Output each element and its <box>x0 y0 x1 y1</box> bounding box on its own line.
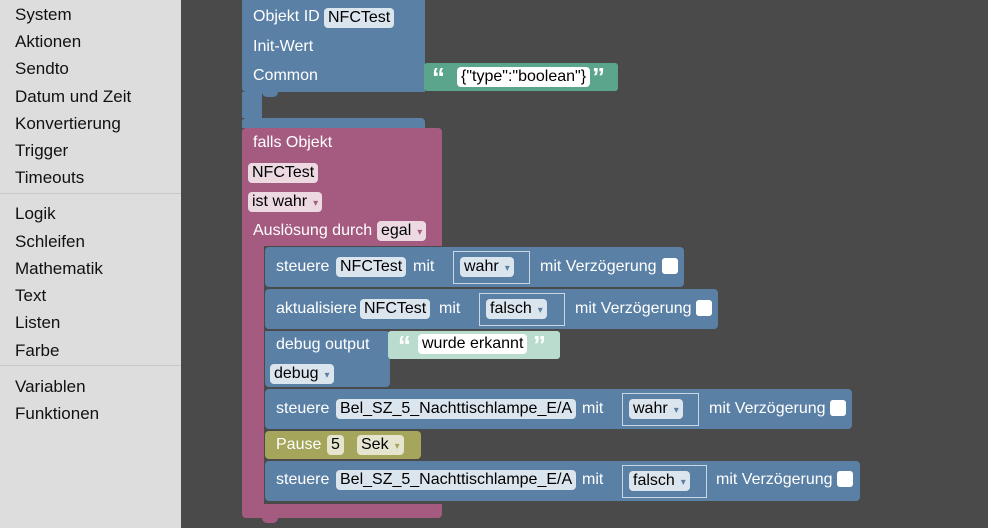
delay-checkbox[interactable] <box>662 258 678 274</box>
delay-label: mit Verzögerung <box>540 258 657 275</box>
chevron-down-icon: ▾ <box>394 441 400 452</box>
quote-open-icon: “ <box>398 330 411 360</box>
category-datum-und-zeit[interactable]: Datum und Zeit <box>15 87 132 106</box>
create-state-block-bottom <box>242 118 425 128</box>
control-object-field[interactable]: NFCTest <box>336 257 407 277</box>
category-separator <box>0 193 181 194</box>
pause-unit-dropdown[interactable]: Sek▾ <box>357 435 404 455</box>
category-separator <box>0 365 181 366</box>
delay-checkbox[interactable] <box>830 400 846 416</box>
chevron-down-icon: ▾ <box>504 263 510 274</box>
chevron-down-icon: ▾ <box>673 405 679 416</box>
category-timeouts[interactable]: Timeouts <box>15 168 85 187</box>
toolbox-sidebar: System Aktionen Sendto Datum und Zeit Ko… <box>0 0 181 528</box>
falls-objekt-label: falls Objekt <box>253 134 333 151</box>
blockly-workspace[interactable]: Objekt ID NFCTest Init-Wert Common “ {"t… <box>181 0 988 528</box>
value-dropdown[interactable]: wahr▾ <box>460 257 514 277</box>
category-logik[interactable]: Logik <box>15 204 56 223</box>
trigger-object-field[interactable]: NFCTest <box>248 163 319 183</box>
category-schleifen[interactable]: Schleifen <box>15 232 85 251</box>
common-text-field[interactable]: {"type":"boolean"} <box>457 67 591 87</box>
category-trigger[interactable]: Trigger <box>15 141 69 160</box>
chevron-down-icon: ▾ <box>680 477 686 488</box>
pause-value-field[interactable]: 5 <box>327 435 344 455</box>
update-object-field[interactable]: NFCTest <box>360 299 431 319</box>
steuere-label: steuere <box>276 258 330 275</box>
category-variablen[interactable]: Variablen <box>15 377 86 396</box>
steuere-label: steuere <box>276 471 330 488</box>
mit-label: mit <box>439 300 461 317</box>
category-listen[interactable]: Listen <box>15 313 61 332</box>
create-state-block-statement-slot <box>242 92 262 118</box>
delay-checkbox[interactable] <box>837 471 853 487</box>
quote-open-icon: “ <box>432 62 445 92</box>
debug-level-dropdown[interactable]: debug▾ <box>270 364 334 384</box>
quote-close-icon: ” <box>592 62 605 92</box>
delay-label: mit Verzögerung <box>716 471 833 488</box>
statement-notch <box>262 92 278 97</box>
quote-close-icon: ” <box>533 330 546 360</box>
value-slot <box>453 251 530 284</box>
chevron-down-icon: ▾ <box>417 227 423 238</box>
delay-label: mit Verzögerung <box>575 300 692 317</box>
mit-label: mit <box>582 400 604 417</box>
delay-label: mit Verzögerung <box>709 400 826 417</box>
chevron-down-icon: ▾ <box>537 305 543 316</box>
control-object-field[interactable]: Bel_SZ_5_Nachttischlampe_E/A <box>336 470 577 490</box>
category-aktionen[interactable]: Aktionen <box>15 32 82 51</box>
chevron-down-icon: ▾ <box>313 198 319 209</box>
common-label: Common <box>253 67 318 84</box>
value-slot <box>479 293 565 326</box>
condition-dropdown[interactable]: ist wahr▾ <box>248 192 323 212</box>
chevron-down-icon: ▾ <box>324 370 330 381</box>
mit-label: mit <box>582 471 604 488</box>
category-funktionen[interactable]: Funktionen <box>15 404 100 423</box>
value-slot <box>622 393 699 426</box>
trigger-block-bottom <box>242 504 442 518</box>
value-dropdown[interactable]: falsch▾ <box>629 471 690 491</box>
value-dropdown[interactable]: wahr▾ <box>629 399 683 419</box>
next-notch <box>262 518 278 523</box>
trigger-block-spine <box>242 246 264 504</box>
aktualisiere-label: aktualisiere <box>276 300 357 317</box>
pause-label: Pause <box>276 436 322 453</box>
category-konvertierung[interactable]: Konvertierung <box>15 114 121 133</box>
init-wert-label: Init-Wert <box>253 38 314 55</box>
value-dropdown[interactable]: falsch▾ <box>486 299 547 319</box>
mit-label: mit <box>413 258 435 275</box>
trigger-type-dropdown[interactable]: egal▾ <box>377 221 427 241</box>
category-system[interactable]: System <box>15 5 72 24</box>
debug-block-head <box>265 331 370 359</box>
category-farbe[interactable]: Farbe <box>15 341 60 360</box>
ausloesung-label: Auslösung durch <box>253 222 373 239</box>
control-object-field[interactable]: Bel_SZ_5_Nachttischlampe_E/A <box>336 399 577 419</box>
category-mathematik[interactable]: Mathematik <box>15 259 103 278</box>
category-text[interactable]: Text <box>15 286 47 305</box>
delay-checkbox[interactable] <box>696 300 712 316</box>
steuere-label: steuere <box>276 400 330 417</box>
category-sendto[interactable]: Sendto <box>15 59 69 78</box>
debug-text-field[interactable]: wurde erkannt <box>418 334 528 354</box>
objekt-id-label: Objekt ID <box>253 8 320 25</box>
value-slot <box>622 465 707 498</box>
debug-output-label: debug output <box>276 336 370 353</box>
objekt-id-field[interactable]: NFCTest <box>324 8 395 28</box>
